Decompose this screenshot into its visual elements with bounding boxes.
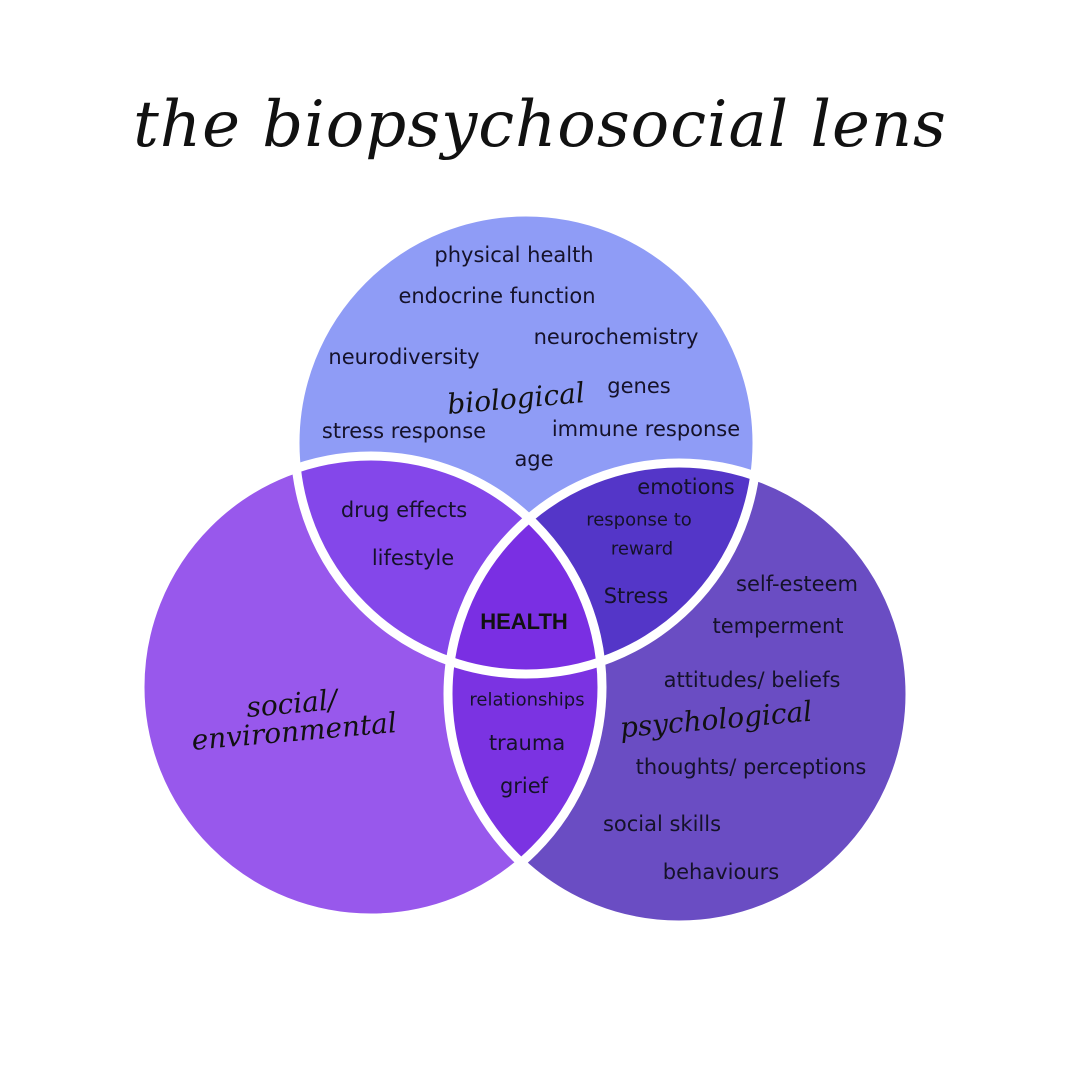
bio-item: genes (607, 374, 671, 398)
psych-item: temperment (712, 614, 844, 638)
social-outline (135, 451, 607, 923)
psych-item: attitudes/ beliefs (663, 668, 841, 692)
psych-item: self-esteem (736, 572, 858, 596)
bio-social-item: lifestyle (371, 546, 455, 570)
social-psych-item: relationships (469, 689, 585, 711)
social-psych-item: grief (499, 774, 549, 798)
bio-item: neurochemistry (533, 325, 699, 349)
social-psych-item: trauma (488, 731, 566, 755)
bio-social-item: drug effects (340, 498, 468, 522)
center-overlap (448, 463, 602, 674)
bio-item: stress response (321, 419, 487, 443)
bio-item: age (514, 447, 554, 471)
bio-psych-item: emotions (637, 475, 735, 499)
psychological-outline (443, 458, 915, 930)
bio-item: physical health (434, 243, 594, 267)
bio-item: immune response (551, 417, 741, 441)
bio-item: neurodiversity (328, 345, 480, 369)
bio-item: endocrine function (398, 284, 596, 308)
health-label: HEALTH (480, 609, 568, 634)
psych-item: thoughts/ perceptions (635, 755, 867, 779)
bio-psych-item: reward (610, 538, 674, 560)
bio-psych-item: Stress (603, 584, 669, 608)
bio-psych-item: response to (586, 509, 692, 531)
diagram-title: the biopsychosocial lens (133, 88, 947, 162)
psych-item: social skills (602, 812, 722, 836)
biological-outline (290, 207, 762, 679)
psych-item: behaviours (662, 860, 780, 884)
